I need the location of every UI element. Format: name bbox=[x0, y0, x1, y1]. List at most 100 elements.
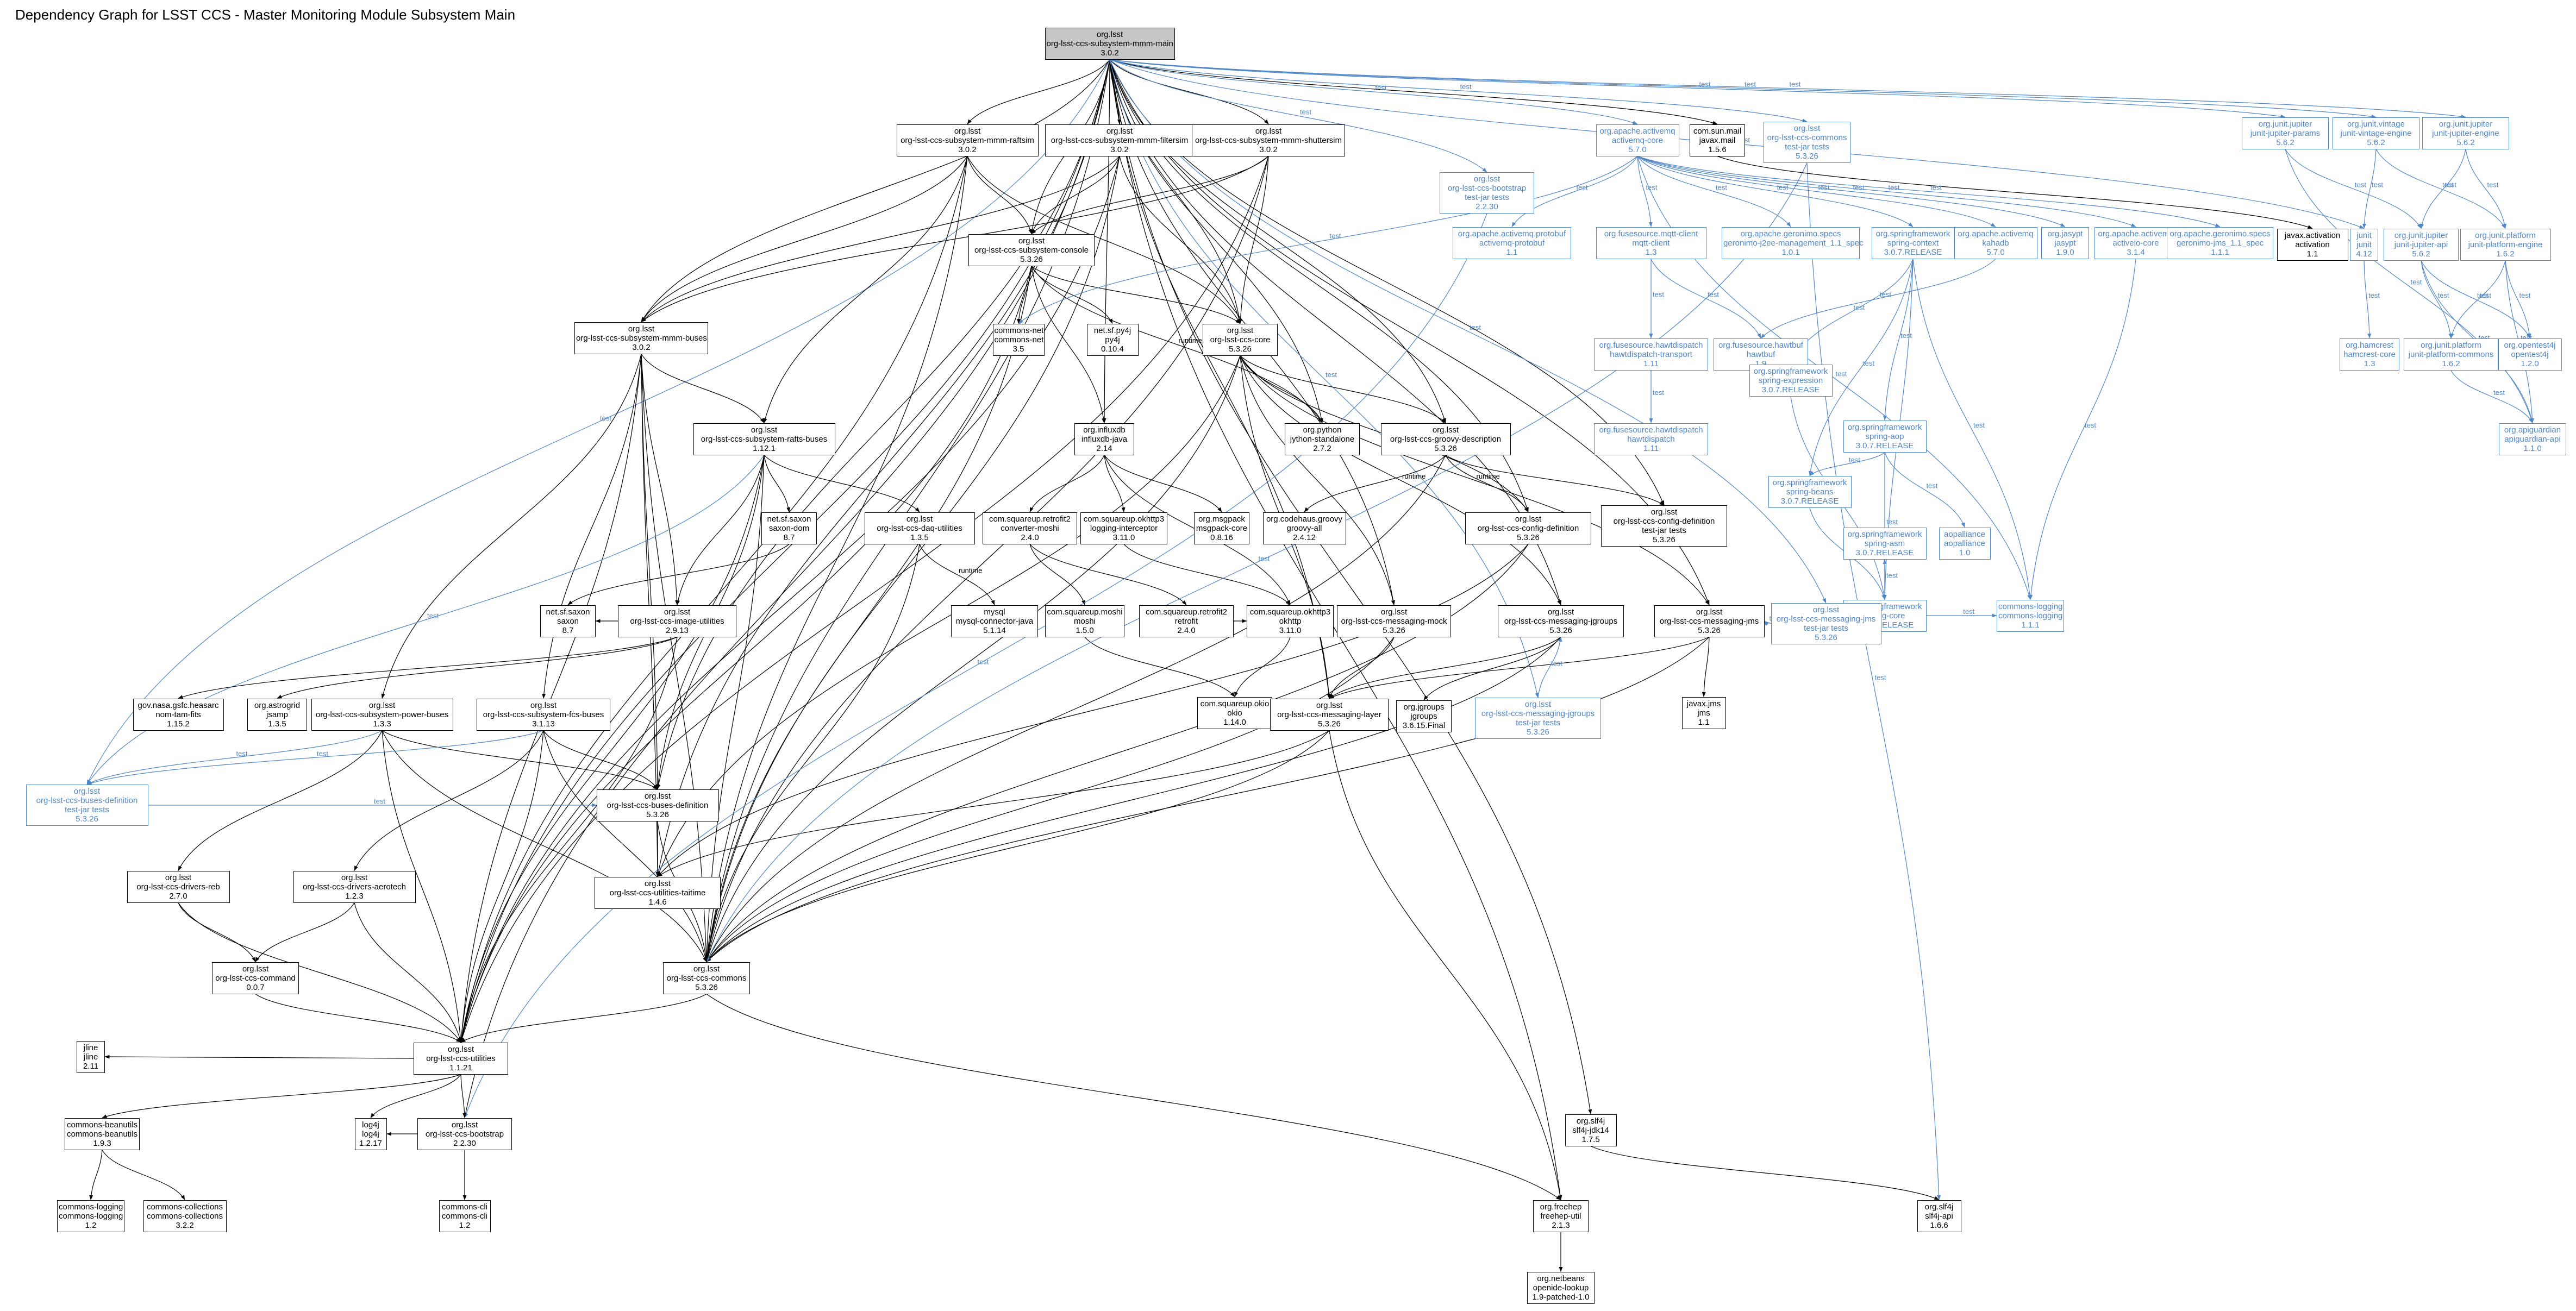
edge-scope-label: test bbox=[1653, 291, 1664, 299]
edge-scope-label: test bbox=[1653, 388, 1664, 397]
dependency-edge bbox=[967, 59, 1110, 124]
dependency-edge bbox=[641, 156, 1269, 322]
dependency-edge bbox=[2362, 149, 2377, 229]
edge-scope-label: test bbox=[1551, 659, 1562, 667]
dependency-edge bbox=[967, 156, 1241, 324]
dependency-edge bbox=[705, 156, 1269, 962]
dependency-edge bbox=[86, 455, 765, 785]
dependency-edge bbox=[1637, 156, 1653, 227]
edge-paths-group bbox=[86, 59, 2535, 1272]
dependency-edge bbox=[2421, 260, 2530, 338]
dependency-edge bbox=[382, 730, 462, 1043]
dependency-edge bbox=[1109, 59, 1269, 124]
dependency-edge bbox=[656, 59, 1110, 877]
dependency-edge bbox=[2375, 149, 2506, 229]
dependency-edge bbox=[1109, 59, 1395, 605]
edge-scope-label: test bbox=[1577, 184, 1588, 192]
edge-labels-group: test test test test test test test test test test… bbox=[236, 80, 2533, 806]
edge-scope-label: test bbox=[1886, 518, 1898, 526]
dependency-edge bbox=[967, 156, 1033, 234]
dependency-edge bbox=[2420, 149, 2466, 229]
edge-scope-label: test bbox=[1853, 184, 1865, 192]
dependency-edge bbox=[1119, 156, 1241, 324]
dependency-edge bbox=[2505, 260, 2531, 338]
dependency-edge bbox=[657, 355, 1241, 877]
dependency-edge bbox=[706, 637, 1395, 962]
edge-scope-label: test bbox=[2445, 181, 2456, 189]
edge-scope-label: test bbox=[2372, 181, 2383, 189]
edge-scope-label: test bbox=[2519, 291, 2531, 299]
edge-scope-label: test bbox=[2442, 181, 2454, 189]
edge-scope-label: test bbox=[2521, 334, 2532, 342]
dependency-edge bbox=[1109, 59, 1665, 506]
dependency-edge bbox=[1238, 156, 1269, 324]
dependency-edge bbox=[657, 730, 1330, 877]
dependency-edge bbox=[763, 156, 968, 423]
dependency-edge bbox=[1109, 59, 1323, 423]
dependency-edge bbox=[460, 266, 1032, 1043]
edge-scope-label: test bbox=[1900, 331, 1912, 340]
dependency-edge bbox=[2029, 259, 2136, 600]
dependency-edge bbox=[255, 902, 355, 962]
dependency-edge bbox=[2505, 260, 2535, 423]
edge-scope-label: test bbox=[1770, 614, 1781, 623]
dependency-edge bbox=[2285, 149, 2533, 423]
dependency-edge bbox=[86, 730, 383, 785]
dependency-edge bbox=[542, 354, 642, 699]
dependency-edge bbox=[2285, 149, 2422, 229]
edge-scope-label: test bbox=[2368, 291, 2380, 299]
edge-scope-label: test bbox=[1470, 323, 1481, 331]
dependency-edge bbox=[1808, 259, 1914, 476]
dependency-edge bbox=[676, 455, 765, 605]
dependency-edge bbox=[464, 213, 1487, 1118]
dependency-edge bbox=[1031, 266, 1113, 324]
dependency-edge bbox=[1806, 162, 1941, 1200]
dependency-edge bbox=[705, 266, 1032, 962]
dependency-edge bbox=[1637, 156, 1791, 227]
dependency-edge bbox=[1109, 59, 2365, 229]
edge-scope-label: test bbox=[1840, 490, 1851, 498]
dependency-edge bbox=[1637, 155, 1996, 228]
dependency-edge bbox=[1637, 155, 2221, 228]
edge-scope-label: test bbox=[427, 612, 439, 620]
dependency-edge bbox=[1240, 355, 1323, 423]
dependency-edge bbox=[86, 730, 544, 785]
dependency-edge bbox=[1109, 59, 1638, 125]
dependency-edge bbox=[178, 730, 383, 871]
edge-scope-label: test bbox=[1854, 304, 1865, 312]
dependency-edge bbox=[2450, 260, 2506, 338]
dependency-edge bbox=[706, 355, 1241, 962]
dependency-edge bbox=[1109, 59, 1446, 423]
dependency-edge bbox=[706, 637, 1710, 962]
dependency-edge bbox=[1104, 455, 1291, 605]
dependency-edge bbox=[460, 156, 1269, 1043]
dependency-edge bbox=[1109, 59, 1710, 605]
dependency-edge bbox=[464, 59, 1110, 1118]
dependency-edge bbox=[1109, 59, 1562, 605]
edge-scope-label: test bbox=[1300, 108, 1311, 116]
dependency-edge bbox=[1717, 155, 2313, 229]
edge-scope-label: test bbox=[1930, 184, 1942, 192]
dependency-edge bbox=[1109, 59, 1242, 324]
dependency-edge bbox=[1240, 355, 1446, 423]
dependency-edge bbox=[1109, 59, 1592, 1114]
dependency-edge bbox=[567, 544, 790, 605]
edge-scope-label: runtime bbox=[1402, 472, 1425, 480]
dependency-edge bbox=[1123, 544, 1291, 605]
dependency-edge bbox=[104, 1055, 414, 1059]
dependency-edge bbox=[459, 455, 765, 1043]
dependency-edge bbox=[89, 1150, 103, 1200]
dependency-edge bbox=[705, 156, 968, 962]
dependency-edge bbox=[1240, 355, 1395, 605]
edge-scope-label: test bbox=[236, 749, 248, 757]
dependency-edge bbox=[1637, 155, 2136, 228]
edge-scope-label: test bbox=[1739, 136, 1750, 144]
edge-scope-label: test bbox=[2477, 291, 2489, 299]
dependency-edge bbox=[1029, 455, 1105, 512]
dependency-edge bbox=[255, 994, 461, 1043]
edge-scope-label: test bbox=[1849, 545, 1860, 554]
dependency-edge bbox=[641, 354, 679, 605]
edge-scope-label: test bbox=[2480, 291, 2491, 299]
dependency-edge bbox=[706, 994, 1561, 1200]
